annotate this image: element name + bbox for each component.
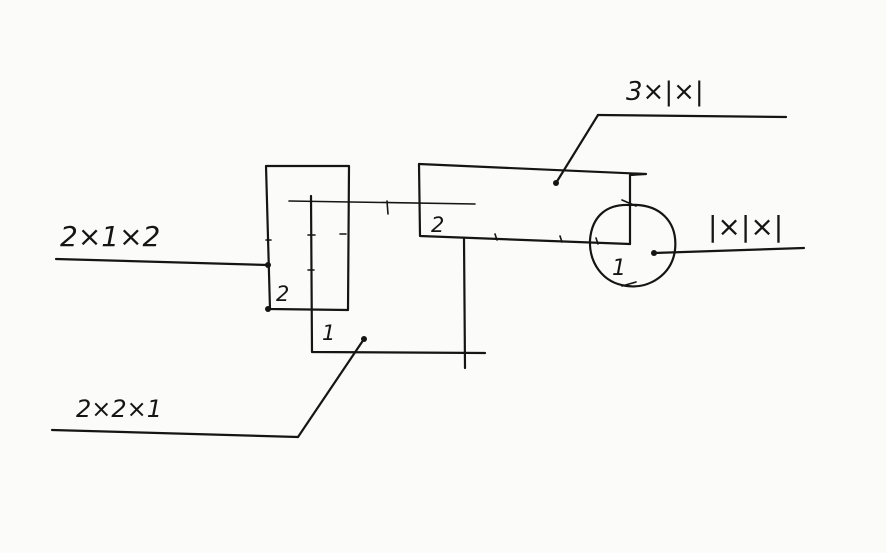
label-2x2x1: 2×2×1 bbox=[76, 395, 162, 423]
sphere-number: 1 bbox=[612, 256, 626, 281]
sphere-1x1x1 bbox=[588, 199, 677, 288]
label-3x1x1: 3×|×| bbox=[626, 77, 704, 107]
label-1x1x1: |×|×| bbox=[708, 210, 783, 243]
top-block-number: 2 bbox=[431, 213, 444, 237]
label-2x1x2: 2×1×2 bbox=[60, 220, 160, 253]
top-block-3x1x1 bbox=[288, 162, 648, 246]
bottom-block-2x2x1 bbox=[309, 194, 487, 370]
bottom-block-number: 1 bbox=[322, 321, 335, 345]
tall-block-number: 2 bbox=[276, 282, 289, 306]
leader-lines bbox=[50, 113, 806, 439]
